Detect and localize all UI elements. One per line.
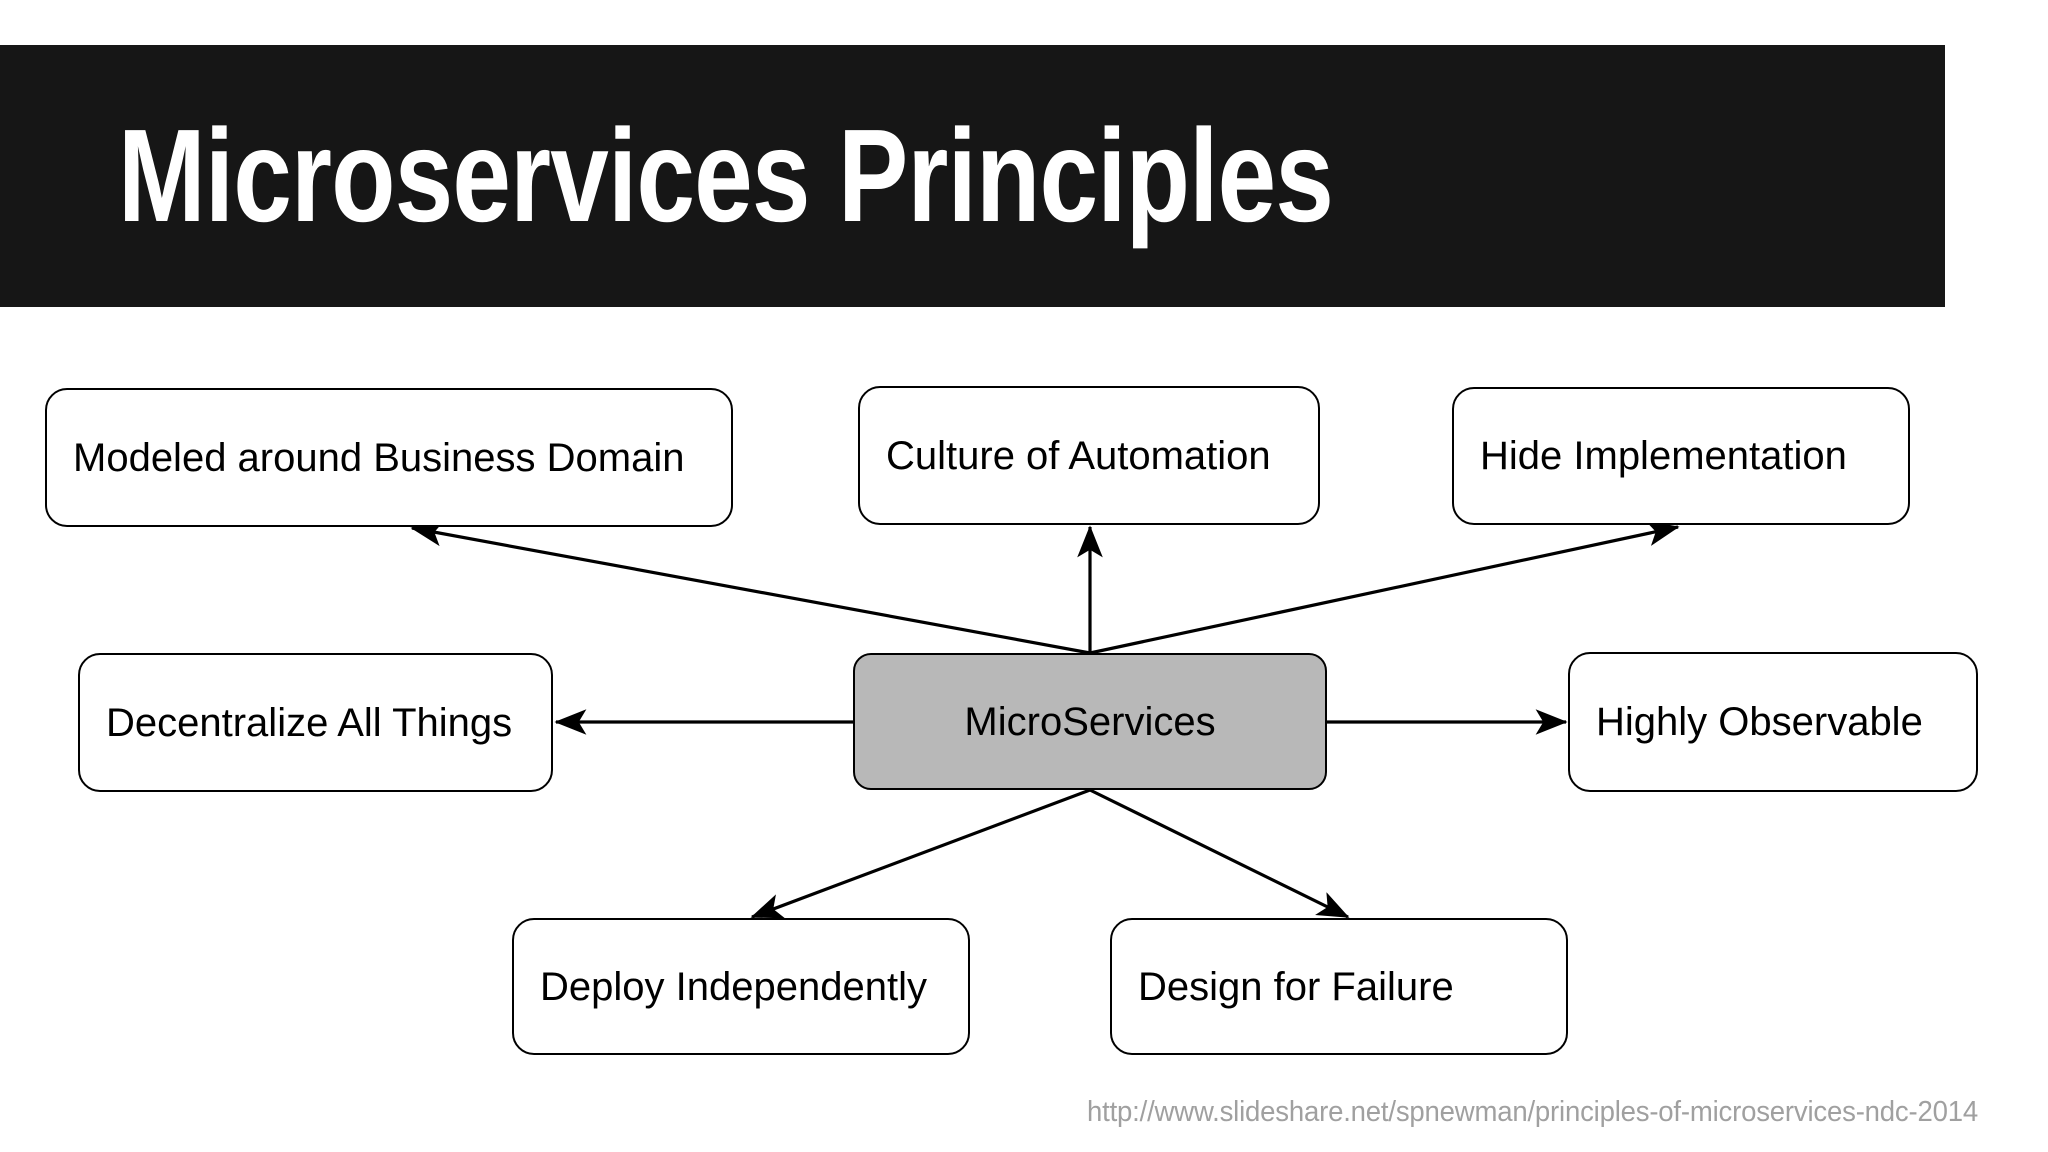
node-deploy-independently[interactable]: Deploy Independently: [512, 918, 970, 1055]
edge-hub-to-deploy: [750, 788, 1091, 919]
edge-hub-to-modeled: [410, 520, 1091, 655]
edge-hub-to-hide: [1089, 520, 1680, 655]
node-decentralize-all-things[interactable]: Decentralize All Things: [78, 653, 553, 792]
node-microservices-hub[interactable]: MicroServices: [853, 653, 1327, 790]
node-modeled-around-business-domain[interactable]: Modeled around Business Domain: [45, 388, 733, 527]
node-label: MicroServices: [964, 699, 1216, 744]
node-design-for-failure[interactable]: Design for Failure: [1110, 918, 1568, 1055]
node-label: Design for Failure: [1138, 964, 1454, 1009]
node-label: Deploy Independently: [540, 964, 927, 1009]
node-label: Hide Implementation: [1480, 434, 1847, 478]
node-culture-of-automation[interactable]: Culture of Automation: [858, 386, 1320, 525]
node-hide-implementation[interactable]: Hide Implementation: [1452, 387, 1910, 525]
node-label: Modeled around Business Domain: [73, 435, 685, 480]
source-url-link[interactable]: http://www.slideshare.net/spnewman/princ…: [1087, 1096, 1978, 1128]
node-label: Highly Observable: [1596, 700, 1923, 744]
title-banner: Microservices Principles: [0, 45, 1945, 307]
node-label: Culture of Automation: [886, 433, 1271, 478]
node-highly-observable[interactable]: Highly Observable: [1568, 652, 1978, 792]
edge-hub-to-failure: [1089, 788, 1350, 919]
page-title: Microservices Principles: [118, 102, 1334, 249]
node-label: Decentralize All Things: [106, 700, 513, 745]
